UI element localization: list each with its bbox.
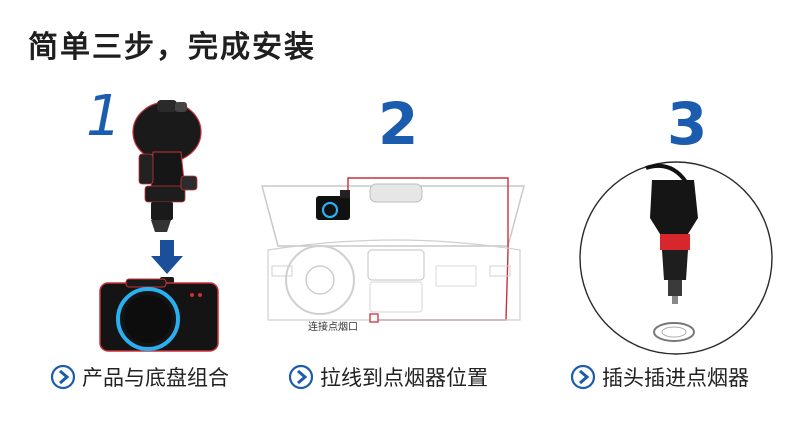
socket-annotation: 连接点烟口	[308, 322, 358, 333]
step-1-number: 1	[86, 84, 122, 149]
chevron-right-circle-icon	[288, 364, 314, 390]
step-3-caption: 插头插进点烟器	[570, 360, 749, 394]
step-1-caption: 产品与底盘组合	[50, 360, 229, 394]
page-title: 简单三步，完成安装	[28, 30, 316, 65]
step-2-number: 2	[378, 90, 419, 158]
lighter-plug-illustration	[579, 161, 773, 355]
suction-mount-icon	[132, 100, 202, 232]
mounted-camera-icon	[316, 190, 350, 220]
dash-camera-icon	[99, 277, 219, 352]
car-dashboard-illustration	[261, 177, 525, 323]
step-3-number: 3	[667, 90, 708, 158]
step-2-caption: 拉线到点烟器位置	[288, 360, 488, 394]
step-1-caption-text: 产品与底盘组合	[82, 366, 229, 390]
chevron-right-circle-icon	[570, 364, 596, 390]
down-arrow-icon	[151, 240, 183, 274]
lighter-socket-marker	[369, 313, 379, 323]
car-charger-plug-icon	[650, 180, 698, 304]
step-2-caption-text: 拉线到点烟器位置	[320, 366, 488, 390]
step-3-caption-text: 插头插进点烟器	[602, 366, 749, 390]
socket-ring-icon	[653, 322, 695, 342]
mount-and-camera-illustration	[132, 100, 202, 274]
chevron-right-circle-icon	[50, 364, 76, 390]
